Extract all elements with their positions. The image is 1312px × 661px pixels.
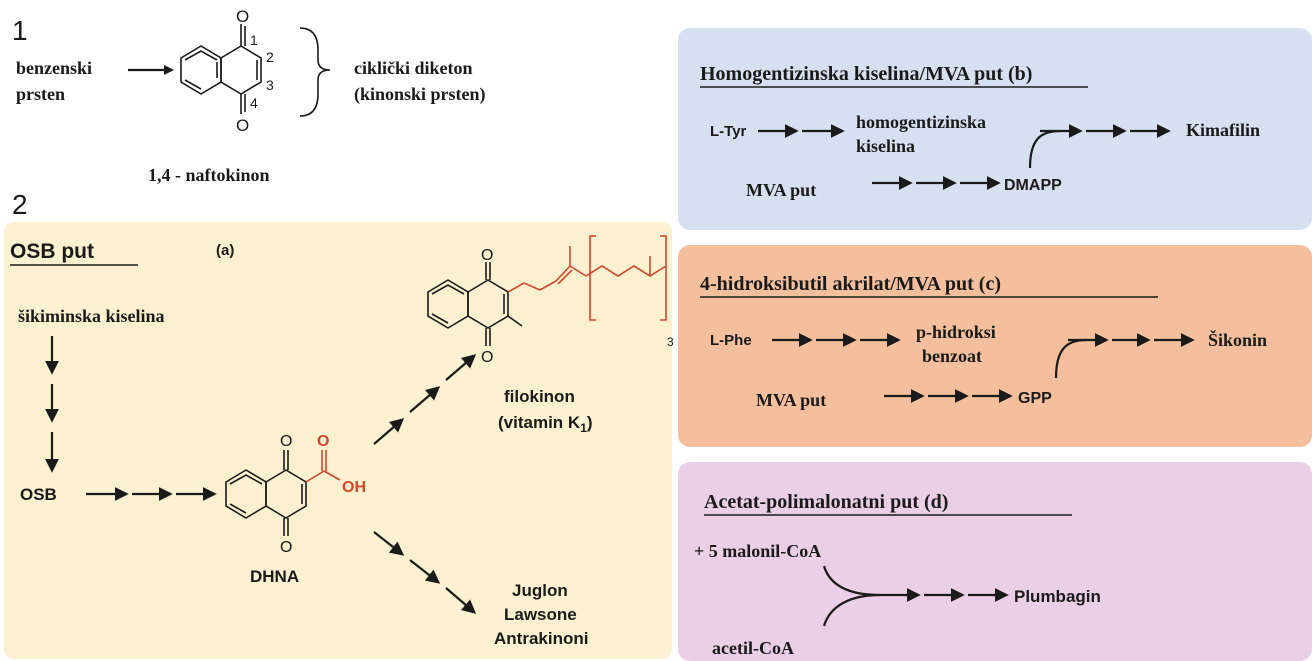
phylloquinone-oxygen-top: O <box>481 247 493 264</box>
panel-c-intermediate-line1: p-hidroksi <box>916 322 996 342</box>
dhna-down-arrow-2 <box>409 559 441 584</box>
dhna-down-arrow-3 <box>445 587 477 614</box>
ring-number-2: 2 <box>266 49 274 65</box>
panel-d-reagent-bottom: acetil-CoA <box>712 638 794 658</box>
panel-d-product: Plumbagin <box>1014 587 1101 606</box>
dhna-carboxyl-oxygen: O <box>317 433 329 450</box>
panel-c-product: Šikonin <box>1208 329 1267 350</box>
vitamin-k1-label: (vitamin K1) <box>498 413 593 435</box>
shikimic-acid-label: šikiminska kiselina <box>18 306 165 326</box>
diketone-label-line2: (kinonski prsten) <box>354 84 486 105</box>
benzene-label-line2: prsten <box>16 84 65 104</box>
panel-c-background <box>678 245 1312 447</box>
panel-c-intermediate-line2: benzoat <box>922 346 982 366</box>
panel-b-start: L-Tyr <box>710 123 747 140</box>
ring-number-4: 4 <box>250 95 258 111</box>
panel-d-acetate-pathway: Acetat-polimalonatni put (d) + 5 malonil… <box>694 491 1101 658</box>
panel-b-homogentisate-pathway: Homogentizinska kiselina/MVA put (b) L-T… <box>700 63 1260 200</box>
benzene-label-line1: benzenski <box>16 58 92 78</box>
product-antrakinoni: Antrakinoni <box>494 629 588 648</box>
panel-c-start: L-Phe <box>710 332 752 349</box>
panel-c-side-start: MVA put <box>756 390 826 410</box>
panel-d-merge-curve-bottom <box>822 593 881 627</box>
panel-a-tag: (a) <box>216 242 234 259</box>
part-1-naphthoquinone: 1 benzenski prsten O O 1 2 3 4 ciklički … <box>12 7 486 185</box>
diketone-label-line1: ciklički diketon <box>354 58 473 78</box>
panel-a-title: OSB put <box>10 240 94 263</box>
dhna-structure <box>225 450 341 536</box>
naphthoquinone-structure <box>180 24 262 114</box>
panel-c-title: 4-hidroksibutil akrilat/MVA put (c) <box>700 273 1001 295</box>
dhna-oxygen-bottom: O <box>280 539 292 556</box>
panel-a-osb-pathway: OSB put (a) šikiminska kiselina OSB O <box>10 235 674 648</box>
panel-b-side-start: MVA put <box>746 180 816 200</box>
panel-b-side-product: DMAPP <box>1004 177 1062 194</box>
dhna-label: DHNA <box>250 567 299 586</box>
dhna-up-arrow-1 <box>373 418 405 445</box>
dhna-up-arrow-2 <box>409 386 441 413</box>
phylloquinone-structure <box>427 235 667 346</box>
panel-c-hydroxybutyl-pathway: 4-hidroksibutil akrilat/MVA put (c) L-Ph… <box>700 273 1267 410</box>
dhna-oxygen-top: O <box>280 433 292 450</box>
phylloquinone-repeat-subscript: 3 <box>667 335 674 349</box>
part-2-number: 2 <box>12 189 28 220</box>
panel-d-reagent-top: + 5 malonil-CoA <box>694 541 821 561</box>
osb-label: OSB <box>20 485 57 504</box>
panel-b-intermediate-line1: homogentizinska <box>856 112 986 132</box>
quinone-ring-brace <box>299 27 331 117</box>
product-juglon: Juglon <box>512 581 568 600</box>
vitamin-k-text: (vitamin K <box>498 413 581 432</box>
panel-a-background <box>4 222 672 659</box>
panel-b-background <box>678 28 1312 230</box>
panel-c-side-product: GPP <box>1018 390 1052 407</box>
panel-c-merge-curve <box>1054 338 1087 379</box>
product-lawsone: Lawsone <box>504 605 577 624</box>
oxygen-bottom: O <box>236 116 249 135</box>
dhna-down-arrow-1 <box>373 531 405 556</box>
vitamin-k-close: ) <box>587 413 593 432</box>
vitamin-k-subscript: 1 <box>580 421 587 435</box>
phylloquinone-label: filokinon <box>504 387 575 406</box>
oxygen-top: O <box>236 7 249 26</box>
dhna-hydroxyl: OH <box>342 479 366 496</box>
panel-d-background <box>678 462 1312 661</box>
panel-b-title: Homogentizinska kiselina/MVA put (b) <box>700 63 1032 85</box>
naphthoquinone-name: 1,4 - naftokinon <box>148 165 270 185</box>
panel-d-title: Acetat-polimalonatni put (d) <box>704 491 948 513</box>
panel-b-product: Kimafilin <box>1186 120 1260 140</box>
ring-number-3: 3 <box>266 77 274 93</box>
dhna-up-arrow-3 <box>445 354 477 381</box>
part-1-number: 1 <box>12 15 28 46</box>
panel-b-merge-curve <box>1028 129 1061 169</box>
phylloquinone-oxygen-bottom: O <box>481 349 493 366</box>
ring-number-1: 1 <box>250 32 258 48</box>
panel-b-intermediate-line2: kiselina <box>856 136 915 156</box>
